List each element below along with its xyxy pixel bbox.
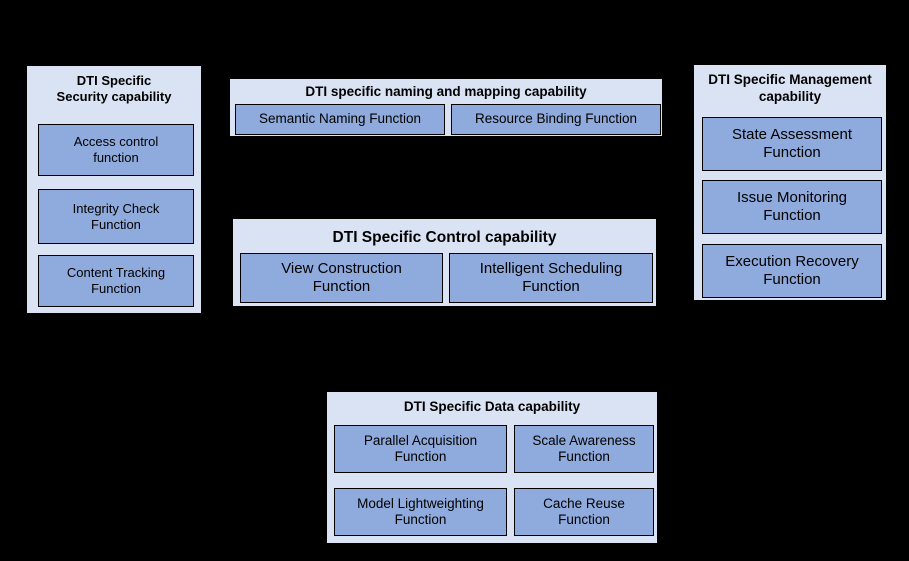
function-issue-monitoring: Issue Monitoring Function xyxy=(702,180,882,234)
function-cache-reuse: Cache Reuse Function xyxy=(514,488,654,536)
group-management-capability: DTI Specific Management capability State… xyxy=(692,63,888,302)
function-model-lightweighting: Model Lightweighting Function xyxy=(334,488,507,536)
group-security-capability: DTI Specific Security capability Access … xyxy=(25,64,203,315)
function-scale-awareness: Scale Awareness Function xyxy=(514,425,654,473)
group-control-capability: DTI Specific Control capability View Con… xyxy=(231,217,658,308)
function-resource-binding: Resource Binding Function xyxy=(451,104,661,135)
naming-mapping-capability-title: DTI specific naming and mapping capabili… xyxy=(305,84,587,99)
function-access-control: Access control function xyxy=(38,124,194,176)
function-intelligent-scheduling: Intelligent Scheduling Function xyxy=(449,253,653,303)
group-naming-mapping-capability: DTI specific naming and mapping capabili… xyxy=(228,77,664,138)
function-state-assessment: State Assessment Function xyxy=(702,117,882,171)
function-content-tracking: Content Tracking Function xyxy=(38,255,194,307)
group-data-capability: DTI Specific Data capability Parallel Ac… xyxy=(325,390,659,545)
control-capability-title: DTI Specific Control capability xyxy=(332,229,557,246)
function-execution-recovery: Execution Recovery Function xyxy=(702,244,882,298)
management-capability-title: DTI Specific Management capability xyxy=(708,72,872,104)
function-semantic-naming: Semantic Naming Function xyxy=(235,104,445,135)
function-view-construction: View Construction Function xyxy=(240,253,443,303)
function-integrity-check: Integrity Check Function xyxy=(38,189,194,244)
security-capability-title: DTI Specific Security capability xyxy=(56,73,172,105)
data-capability-title: DTI Specific Data capability xyxy=(403,399,581,414)
function-parallel-acquisition: Parallel Acquisition Function xyxy=(334,425,507,473)
